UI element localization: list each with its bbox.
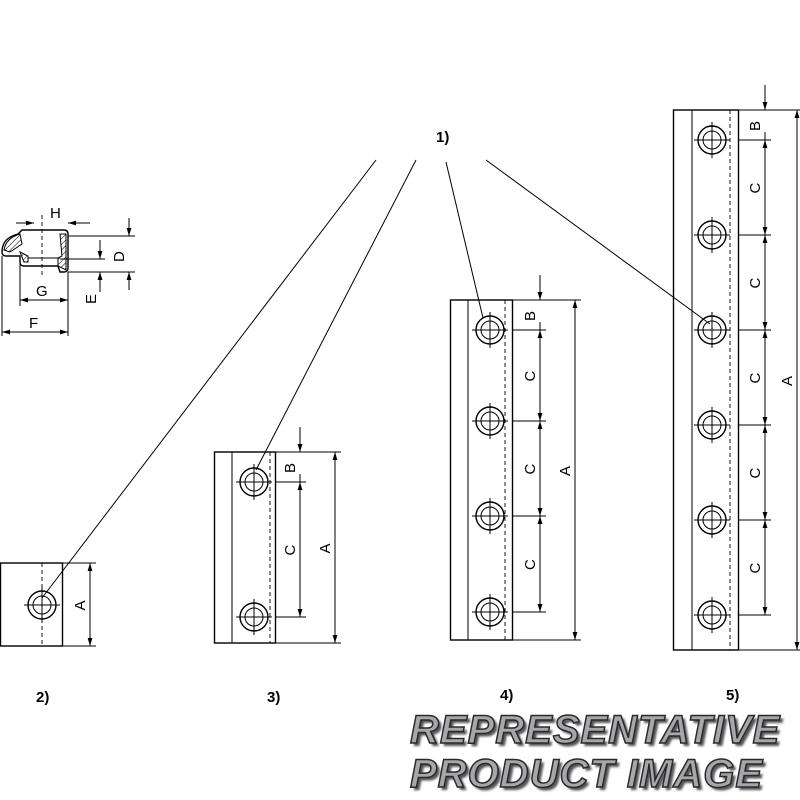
dim-label-a: A xyxy=(72,600,89,610)
watermark-line-1: REPRESENTATIVE xyxy=(409,708,781,752)
dim-label-f: F xyxy=(29,315,38,332)
rail-outline xyxy=(449,299,514,641)
mounting-hole xyxy=(694,217,771,253)
mounting-hole xyxy=(472,403,546,439)
dim-label-h: H xyxy=(50,205,61,222)
dim-label-c: C xyxy=(522,371,539,382)
dim-label-g: G xyxy=(36,283,48,300)
mounting-hole xyxy=(694,122,771,158)
watermark-line-2: PRODUCT IMAGE xyxy=(409,752,763,796)
rail-outline xyxy=(0,562,64,647)
rail-outline xyxy=(672,109,740,651)
dim-label-c: C xyxy=(522,559,539,570)
mounting-hole xyxy=(236,599,306,635)
dim-label-c: C xyxy=(747,373,764,384)
mounting-hole xyxy=(694,407,771,443)
dim-label-a: A xyxy=(557,466,574,476)
mounting-hole xyxy=(472,498,546,534)
dim-label-b: B xyxy=(747,121,764,131)
dim-label-c: C xyxy=(747,278,764,289)
rail-part-5: B C C C C C A xyxy=(672,85,800,651)
mounting-hole xyxy=(24,587,60,623)
callout-1: 1) xyxy=(436,129,449,146)
dim-label-c: C xyxy=(522,464,539,475)
callout-5: 5) xyxy=(726,687,739,704)
rail-part-3: B C A xyxy=(213,427,341,644)
callout-4: 4) xyxy=(500,687,513,704)
mounting-hole xyxy=(694,502,771,538)
mounting-hole xyxy=(236,464,306,500)
dim-label-c: C xyxy=(282,545,299,556)
mounting-hole xyxy=(694,597,771,633)
rail-part-4: B C C C A xyxy=(449,275,581,641)
dim-label-e: E xyxy=(83,294,100,304)
profile-section-view: H D E G F xyxy=(1,205,135,336)
dim-label-d: D xyxy=(111,251,128,262)
dim-label-c: C xyxy=(747,183,764,194)
dim-label-b: B xyxy=(282,463,299,473)
leader-lines xyxy=(41,159,711,599)
rail-outline xyxy=(213,451,277,644)
mounting-hole xyxy=(694,312,771,348)
dim-label-b: B xyxy=(522,311,539,321)
callout-2: 2) xyxy=(36,689,49,706)
callout-3: 3) xyxy=(267,689,280,706)
dim-label-a: A xyxy=(317,543,334,553)
dim-label-c: C xyxy=(747,563,764,574)
rail-part-2: A xyxy=(0,562,96,647)
mounting-hole xyxy=(472,594,546,630)
dim-label-a: A xyxy=(779,376,796,386)
dim-label-c: C xyxy=(747,468,764,479)
